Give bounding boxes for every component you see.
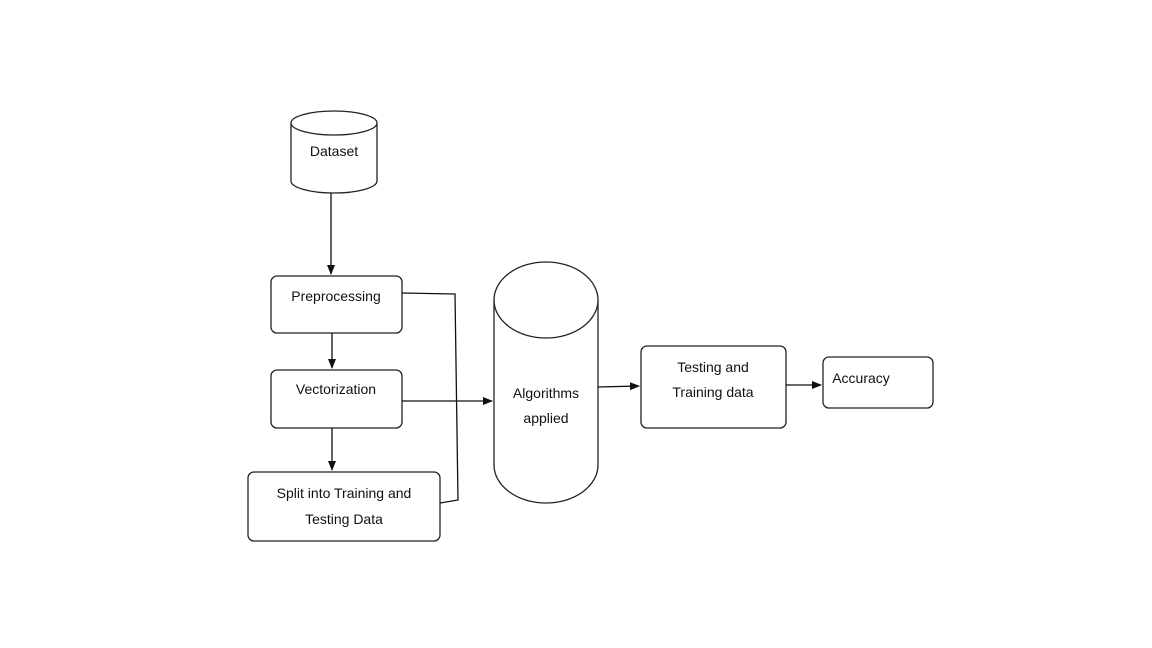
- algorithms-label-line1: Algorithms: [513, 385, 579, 401]
- preprocessing-node: Preprocessing: [270, 275, 403, 334]
- vectorization-node: Vectorization: [270, 369, 403, 429]
- preprocessing-box: [270, 275, 403, 334]
- split-node: Split into Training and Testing Data: [247, 471, 441, 542]
- testing-training-node: Testing and Training data: [640, 345, 787, 429]
- algorithms-cylinder-body: [493, 300, 599, 504]
- dataset-label: Dataset: [310, 143, 358, 159]
- dataset-cylinder-top: [290, 110, 378, 136]
- line-preprocessing-to-algorithms: [401, 292, 459, 504]
- arrow-algorithms-to-testing-training: [597, 382, 640, 391]
- testing-training-box: [640, 345, 787, 429]
- testing-training-label-line2: Training data: [672, 384, 753, 400]
- accuracy-node: Accuracy: [822, 356, 934, 409]
- algorithms-cylinder-top: [493, 261, 599, 339]
- preprocessing-label: Preprocessing: [291, 288, 381, 304]
- testing-training-label-line1: Testing and: [677, 359, 749, 375]
- vectorization-label: Vectorization: [296, 381, 376, 397]
- dataset-node: Dataset: [290, 110, 378, 194]
- split-label-line2: Testing Data: [305, 511, 383, 527]
- split-label-line1: Split into Training and: [277, 485, 412, 501]
- split-box: [247, 471, 441, 542]
- accuracy-box: [822, 356, 934, 409]
- vectorization-box: [270, 369, 403, 429]
- dataset-cylinder-body: [290, 123, 378, 194]
- algorithms-label-line2: applied: [523, 410, 568, 426]
- accuracy-label: Accuracy: [832, 370, 890, 386]
- algorithms-node: Algorithms applied: [493, 261, 599, 504]
